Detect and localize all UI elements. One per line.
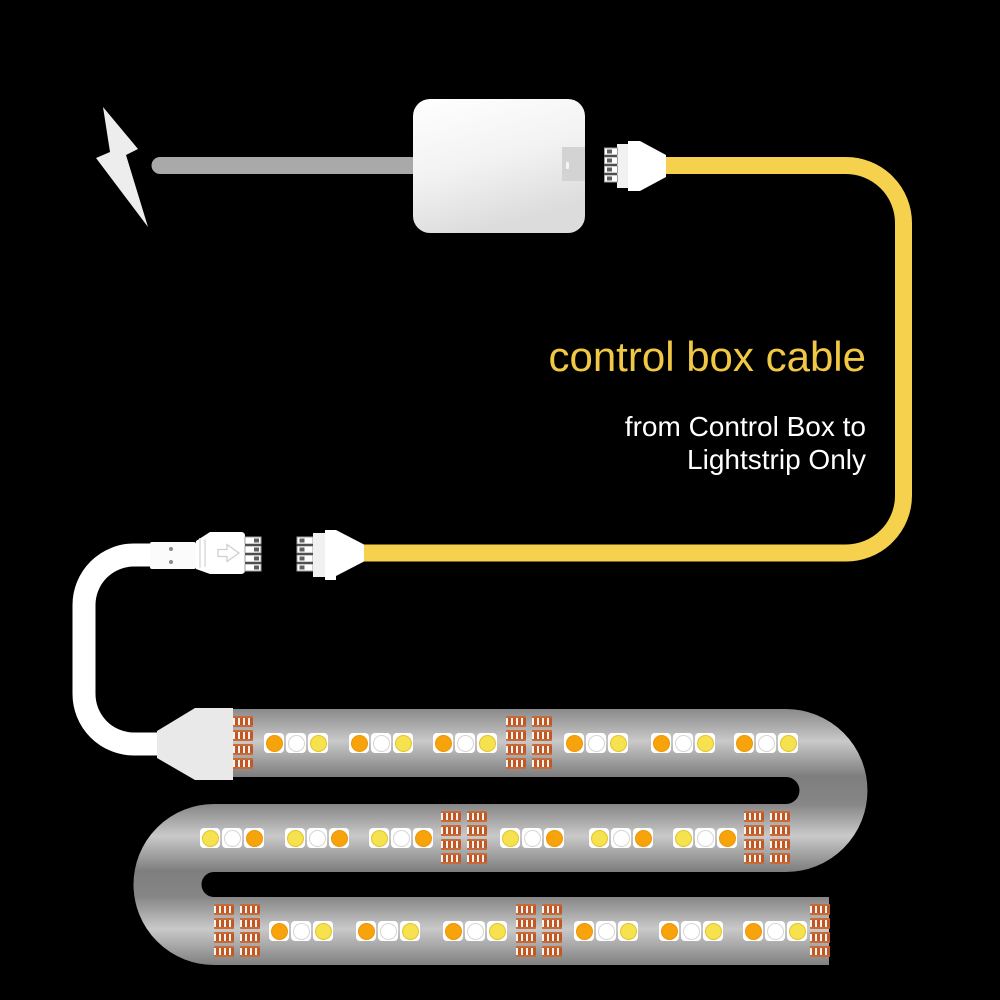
connector-pins xyxy=(604,147,618,183)
lightning-bolt-icon xyxy=(96,107,148,227)
control-box-port-mark xyxy=(566,162,569,169)
control-box-cable xyxy=(363,157,912,562)
box-side-connector xyxy=(604,141,666,191)
control-box xyxy=(413,99,585,233)
connector-pins xyxy=(244,536,262,572)
connector-pins xyxy=(296,536,314,572)
strip-cable-female-connector xyxy=(296,530,364,580)
diagram-title: control box cable xyxy=(548,333,866,380)
control-box-port xyxy=(562,147,585,181)
diagram-subtitle: from Control Box to Lightstrip Only xyxy=(625,410,866,476)
lightstrip-cable xyxy=(72,543,164,756)
strip-cable-male-connector xyxy=(150,532,262,574)
subtitle-line-1: from Control Box to xyxy=(624,411,866,442)
arrow-icon xyxy=(217,543,241,563)
lightstrip xyxy=(133,709,868,965)
lightstrip-end-connector xyxy=(157,708,233,780)
subtitle-line-2: Lightstrip Only xyxy=(687,444,866,475)
